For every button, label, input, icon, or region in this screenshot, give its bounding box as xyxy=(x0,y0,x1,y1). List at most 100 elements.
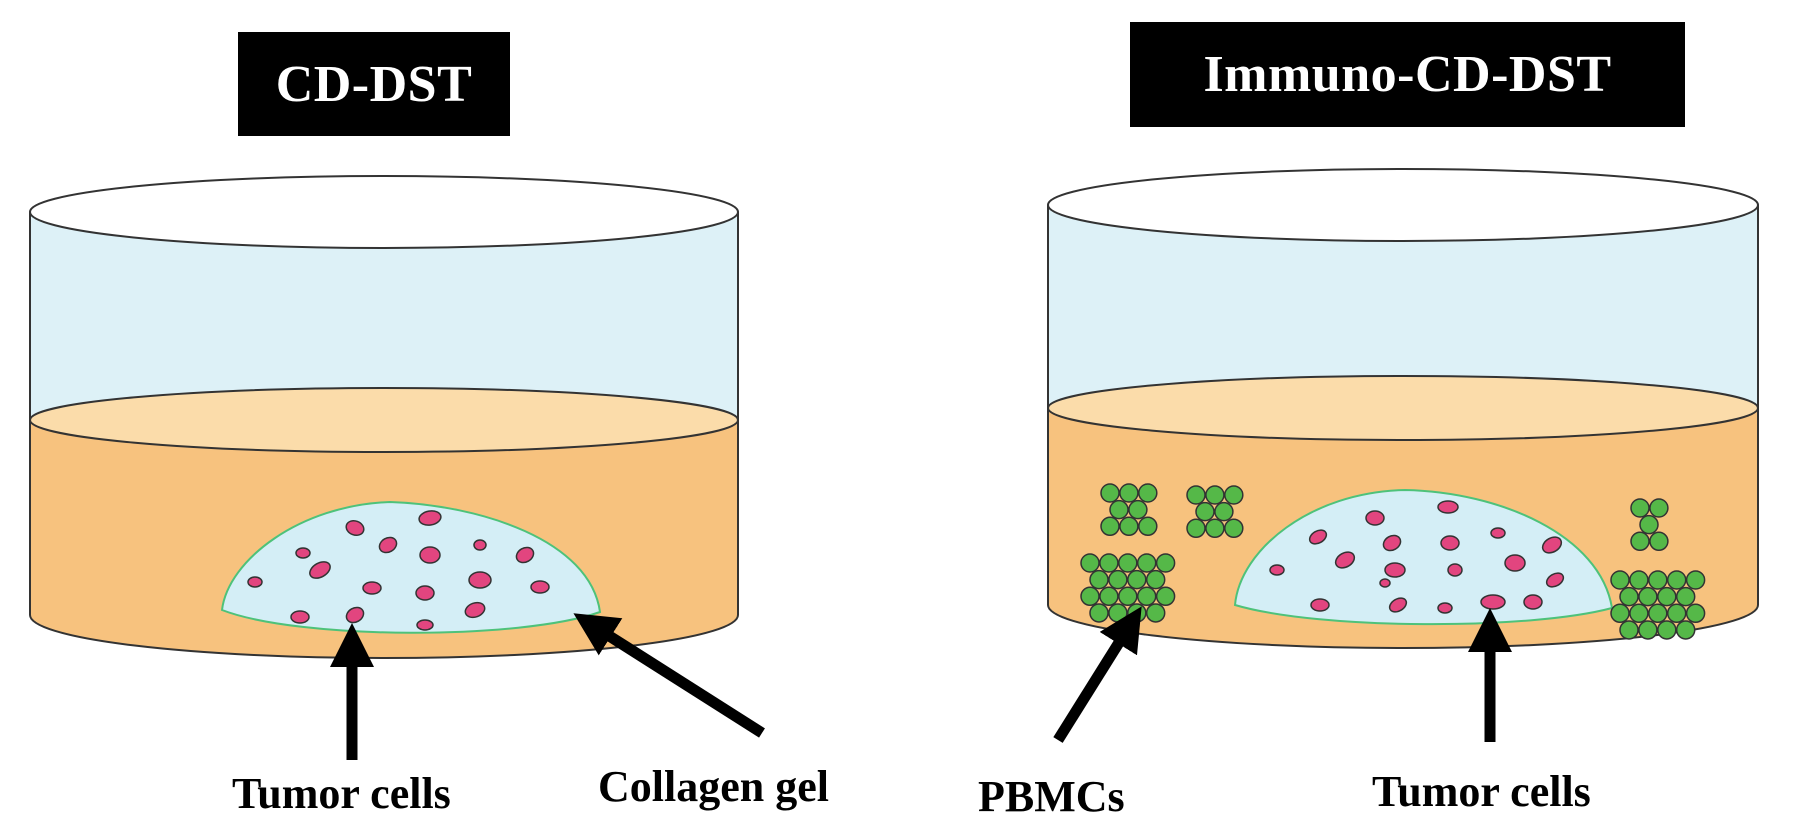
tumor-cells-left xyxy=(247,510,550,631)
pbmc-cell xyxy=(1099,586,1119,607)
tumor-cell xyxy=(295,547,311,559)
pbmc-cell xyxy=(1145,569,1166,590)
pbmc-cell xyxy=(1629,570,1649,590)
pbmc-cell xyxy=(1080,586,1100,607)
tumor-cell xyxy=(247,576,263,588)
pbmc-cell xyxy=(1649,531,1669,552)
collagen-gel-right xyxy=(1233,488,1614,626)
pbmc-cell xyxy=(1127,569,1147,590)
dish-left xyxy=(29,175,739,659)
pbmc-cell xyxy=(1610,570,1630,590)
tumor-cell xyxy=(1447,563,1463,577)
pbmc-cell xyxy=(1657,586,1677,607)
tumor-cell xyxy=(1382,534,1402,552)
dish-right-medium-surface xyxy=(1047,375,1759,441)
tumor-cell xyxy=(1480,594,1506,610)
tumor-cell xyxy=(290,610,310,624)
pbmc-cell xyxy=(1630,531,1650,552)
pbmc-clusters xyxy=(1080,483,1706,640)
tumor-cell xyxy=(1269,564,1285,576)
pbmc-cell xyxy=(1205,518,1225,539)
tumor-cell xyxy=(1437,500,1459,514)
tumor-cell xyxy=(419,546,441,564)
tumor-cell xyxy=(1545,572,1565,588)
tumor-cell xyxy=(1490,527,1506,539)
tumor-cell xyxy=(1379,578,1391,588)
dish-right-rim xyxy=(1047,168,1759,242)
tumor-cell xyxy=(345,519,365,537)
tumor-cell xyxy=(530,580,550,594)
tumor-cell xyxy=(464,601,486,619)
pbmc-cell xyxy=(1649,498,1669,518)
tumor-cell xyxy=(309,561,331,579)
tumor-cell xyxy=(1308,529,1328,545)
pbmc-cell xyxy=(1136,553,1157,573)
tumor-cell xyxy=(378,536,398,554)
tumor-cell xyxy=(1437,602,1453,614)
pbmc-cell xyxy=(1675,586,1696,607)
pbmc-cell xyxy=(1638,620,1658,640)
pbmc-cell xyxy=(1648,603,1668,624)
tumor-cell xyxy=(345,606,365,624)
tumor-cell xyxy=(362,581,382,595)
pbmc-cell xyxy=(1080,553,1100,573)
pbmc-cell xyxy=(1224,518,1244,539)
pbmc-cell xyxy=(1108,569,1128,590)
pbmc-cell xyxy=(1118,586,1138,607)
pbmc-cell xyxy=(1639,514,1659,535)
pbmc-cell xyxy=(1657,620,1677,640)
tumor-cell xyxy=(1310,598,1330,612)
pbmc-cell xyxy=(1138,483,1158,503)
tumor-cell xyxy=(1523,594,1543,610)
tumor-cell xyxy=(1334,551,1356,569)
arrow-pbmc xyxy=(1053,606,1142,743)
tumor-cell xyxy=(1388,597,1408,613)
tumor-cell xyxy=(1384,562,1406,578)
pbmc-cell xyxy=(1224,485,1244,505)
pbmc-cell xyxy=(1685,570,1706,590)
pbmc-cell xyxy=(1100,516,1120,537)
tumor-cell xyxy=(468,571,492,589)
pbmc-cell xyxy=(1108,603,1128,623)
pbmc-cell xyxy=(1195,501,1215,522)
pbmc-cell xyxy=(1099,553,1119,573)
pbmc-cell xyxy=(1138,516,1158,537)
pbmc-cell xyxy=(1205,485,1225,505)
pbmc-cell xyxy=(1666,570,1687,590)
pbmc-cell xyxy=(1648,570,1668,590)
tumor-cell xyxy=(515,546,535,564)
pbmc-cell xyxy=(1685,603,1706,624)
collagen-gel-left xyxy=(220,500,602,634)
pbmc-cell xyxy=(1675,620,1696,640)
pbmc-cell xyxy=(1119,516,1139,537)
tumor-cell xyxy=(416,619,434,631)
pbmc-cell xyxy=(1119,483,1139,503)
tumor-cell xyxy=(1541,536,1563,554)
dish-left-medium-surface xyxy=(29,387,739,453)
pbmc-cell xyxy=(1630,498,1650,518)
tumor-cell xyxy=(415,585,435,601)
title-cd-dst: CD-DST xyxy=(238,32,510,136)
pbmc-cell xyxy=(1145,603,1166,623)
arrow-collagen xyxy=(573,613,765,738)
pbmc-cell xyxy=(1619,586,1639,607)
label-pbmcs: PBMCs xyxy=(978,772,1125,821)
pbmc-cell xyxy=(1186,518,1206,539)
tumor-cell xyxy=(1440,535,1460,551)
tumor-cell xyxy=(473,539,487,551)
tumor-cells-right xyxy=(1269,500,1565,614)
pbmc-cell xyxy=(1136,586,1157,607)
pbmc-cell xyxy=(1155,586,1176,607)
pbmc-cell xyxy=(1109,499,1129,520)
pbmc-cell xyxy=(1127,603,1147,623)
pbmc-cell xyxy=(1089,569,1109,590)
tumor-cell xyxy=(418,510,442,526)
pbmc-cell xyxy=(1128,499,1148,520)
pbmc-cell xyxy=(1118,553,1138,573)
pbmc-cell xyxy=(1089,603,1109,623)
pbmc-cell xyxy=(1619,620,1639,640)
pbmc-cell xyxy=(1610,603,1630,624)
pbmc-cell xyxy=(1186,485,1206,505)
